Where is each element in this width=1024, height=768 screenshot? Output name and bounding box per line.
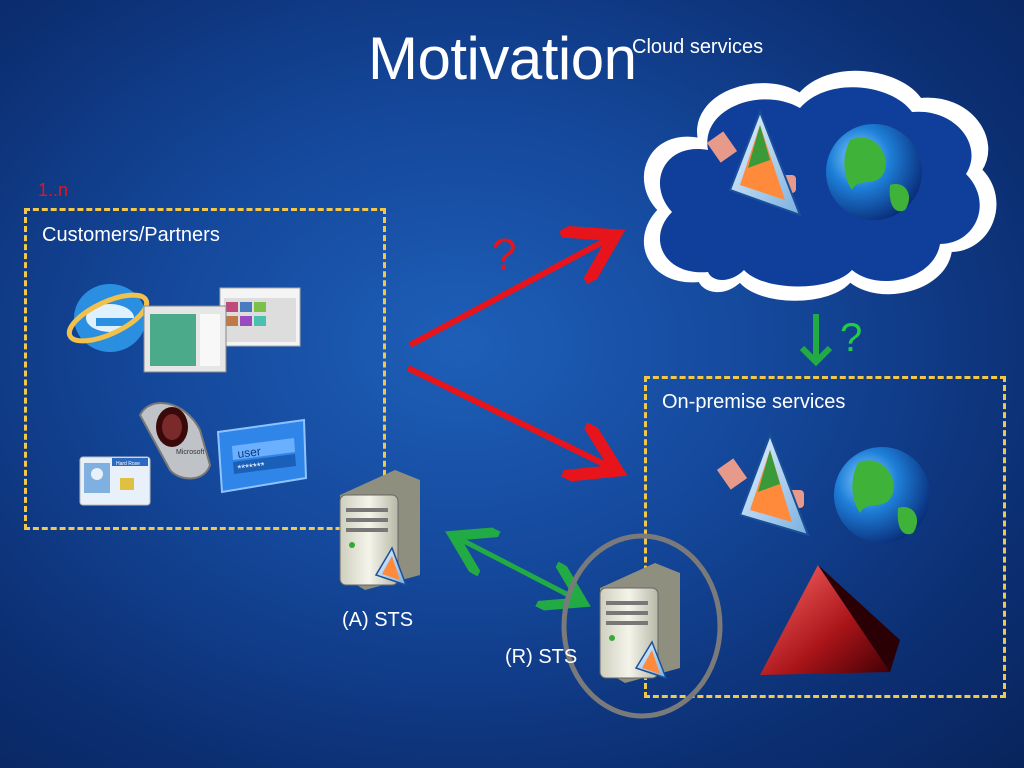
browser-window-icon	[143, 287, 301, 373]
on-premise-label: On-premise services	[662, 391, 846, 413]
internet-explorer-icon	[66, 284, 150, 352]
id-card-icon: Hard Rose	[79, 456, 151, 506]
arrow-to-onprem	[406, 365, 612, 468]
customers-partners-label: Customers/Partners	[42, 224, 220, 246]
sts-r-label: (R) STS	[505, 646, 578, 668]
question-mark-green: ?	[840, 316, 863, 360]
trust-arrow	[458, 538, 578, 600]
sts-r-server-icon	[599, 563, 680, 683]
arrow-cloud-to-onprem-head	[799, 345, 833, 367]
pyramid-icon	[760, 565, 900, 675]
slide-title: Motivation	[368, 25, 637, 92]
customers-partners-box	[24, 208, 386, 530]
login-card-icon: user *******	[216, 418, 308, 494]
question-mark-red: ?	[492, 230, 517, 279]
login-user-text: user	[237, 444, 262, 461]
sts-a-label: (A) STS	[342, 609, 414, 631]
sts-a-server-icon	[339, 470, 420, 590]
cloud-shape	[643, 70, 997, 301]
cloud-service-prism-icon	[706, 109, 802, 217]
multiplicity-label: 1..n	[38, 180, 69, 200]
cloud-globe-icon	[826, 124, 922, 220]
fingerprint-brand-text: Microsoft	[176, 449, 204, 456]
id-card-name-text: Hard Rose	[116, 461, 140, 467]
onprem-globe-icon	[834, 447, 930, 543]
login-password-text: *******	[237, 461, 265, 475]
fingerprint-reader-icon: Microsoft	[138, 402, 212, 480]
arrow-to-cloud	[408, 238, 610, 348]
sts-r-highlight-circle	[561, 533, 723, 719]
onprem-service-prism-icon	[716, 432, 810, 537]
cloud-services-label: Cloud services	[632, 36, 764, 58]
